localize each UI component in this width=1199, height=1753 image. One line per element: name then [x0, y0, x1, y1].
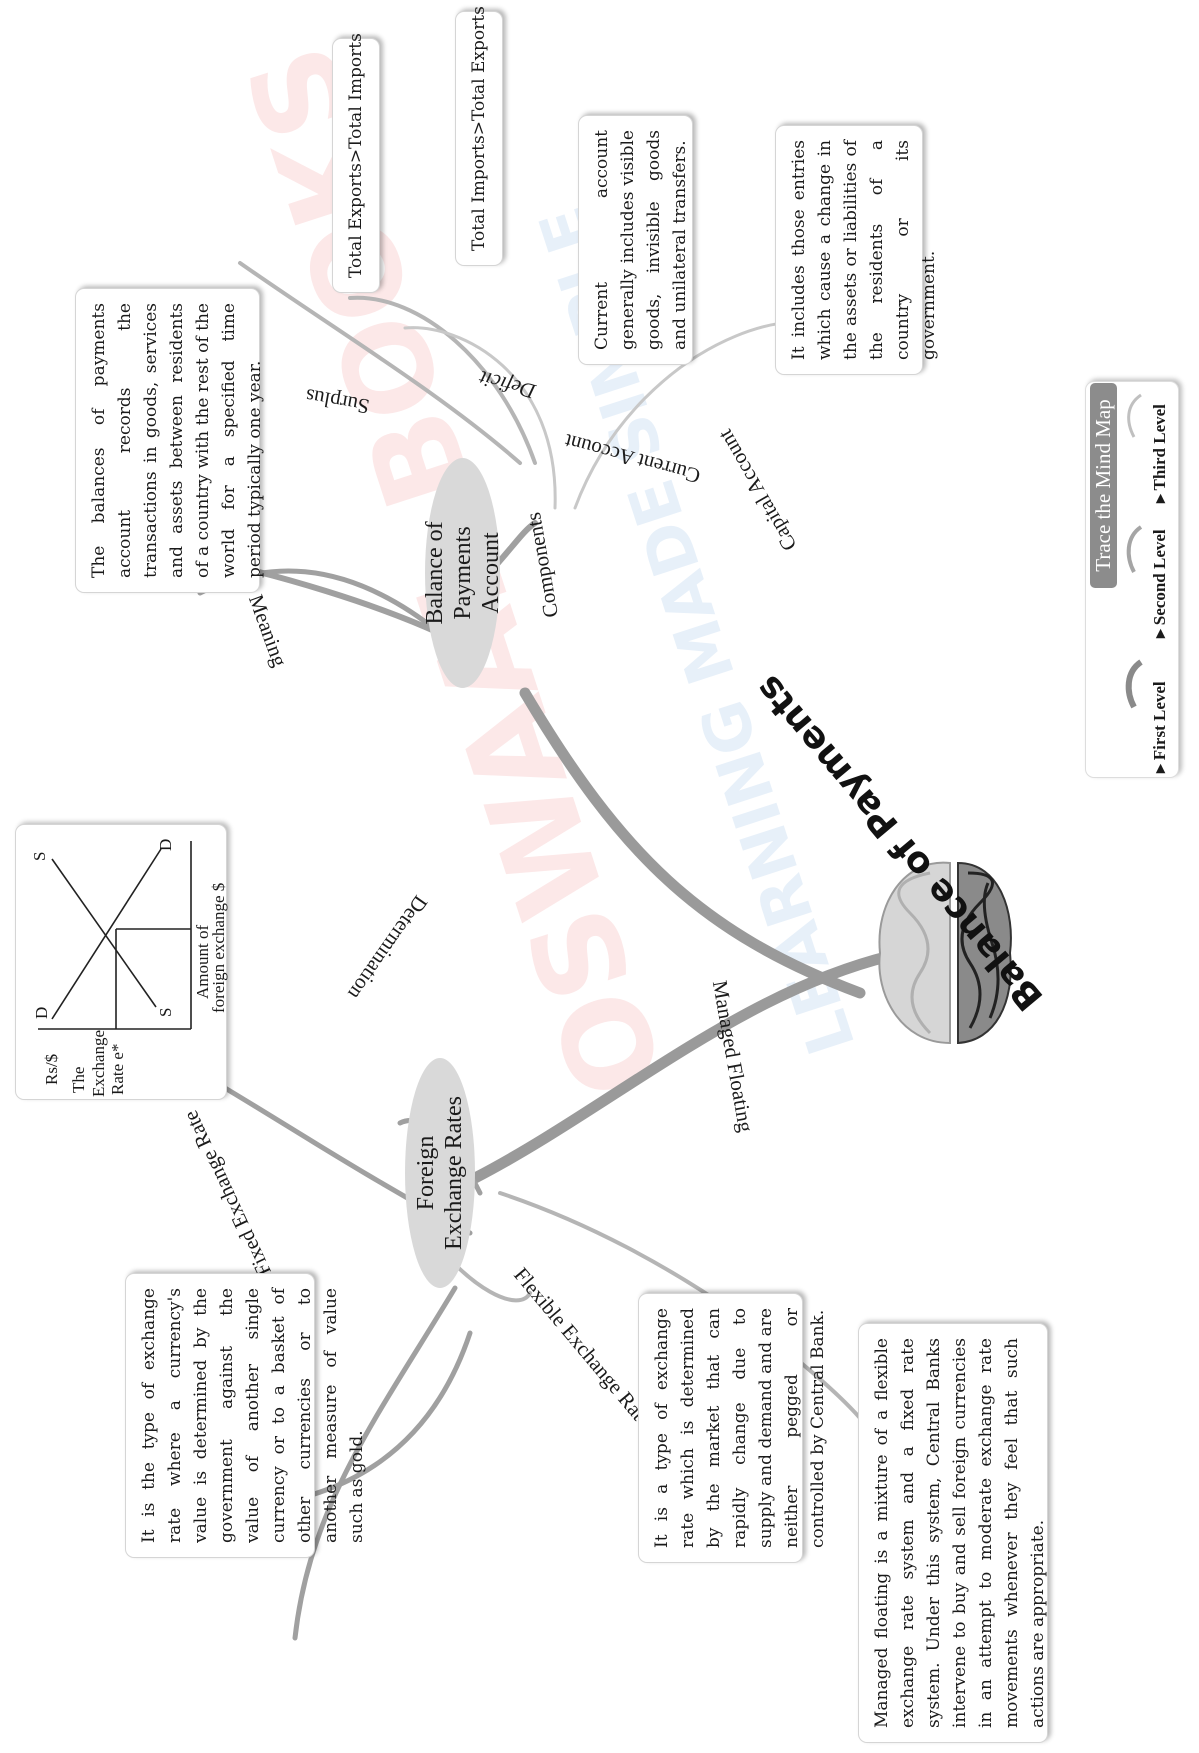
- legend-third-line: [1129, 395, 1141, 437]
- legend-second-line: [1129, 527, 1141, 572]
- node-fer-label: Foreign Exchange Rates: [412, 1088, 468, 1258]
- box-flexible: It is a type of exchange rate which is d…: [638, 1293, 803, 1563]
- node-fer[interactable]: Foreign Exchange Rates: [405, 1058, 475, 1288]
- graph-y-label-1: The: [70, 1067, 88, 1093]
- box-deficit: Total Imports>Total Exports: [455, 11, 503, 266]
- box-capital: It includes those entries which cause a …: [775, 125, 923, 375]
- box-fixed: It is the type of exchange rate where a …: [125, 1273, 315, 1558]
- graph-d-top: D: [32, 1007, 52, 1019]
- graph-s-bottom: S: [156, 1008, 176, 1017]
- exchange-rate-graph: Rs/$ The Exchange Rate e* Amount of fore…: [15, 824, 227, 1100]
- box-current: Current account generally includes visib…: [578, 115, 693, 365]
- box-meaning: The balances of payments account records…: [75, 288, 260, 593]
- graph-y-unit: Rs/$: [42, 1054, 62, 1085]
- node-bop-label: Balance of Payments Account: [421, 488, 505, 658]
- legend-title: Trace the Mind Map: [1090, 383, 1117, 588]
- box-managed: Managed floating is a mixture of a flexi…: [858, 1323, 1048, 1743]
- graph-d-bottom: D: [156, 839, 176, 851]
- graph-y-label-3: Rate e*: [108, 1044, 128, 1095]
- graph-y-label-2: Exchange: [89, 1030, 109, 1097]
- graph-x-label-2: foreign exchange $: [209, 883, 229, 1013]
- legend-third-level: ▸ Third Level: [1150, 404, 1170, 503]
- demand-curve: [52, 849, 161, 1019]
- legend-first-level: ▸ First Level: [1150, 681, 1170, 773]
- trunk-fer: [475, 948, 930, 1178]
- box-surplus: Total Exports>Total Imports: [332, 38, 380, 293]
- legend-second-level: ▸ Second Level: [1150, 529, 1170, 638]
- graph-s-top: S: [30, 852, 50, 861]
- legend-first-line: [1129, 662, 1141, 707]
- node-bop[interactable]: Balance of Payments Account: [425, 458, 500, 688]
